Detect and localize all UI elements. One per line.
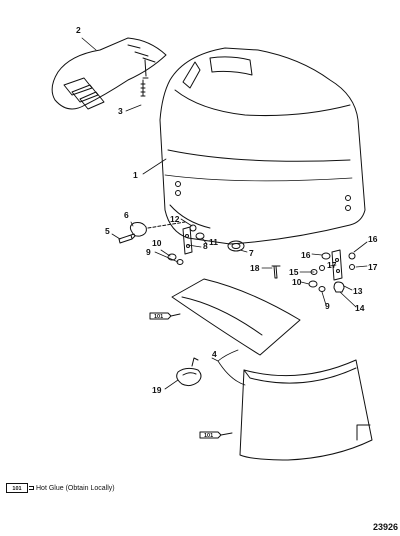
callout-10-left: 10 — [152, 238, 162, 248]
callout-9-left: 9 — [146, 247, 151, 257]
hardware-parts — [118, 221, 356, 293]
callout-labels: 1 2 3 4 4 5 6 7 8 9 9 10 10 11 12 13 14 … — [76, 25, 378, 439]
callout-5: 5 — [105, 226, 110, 236]
callout-4-upper: 4 — [212, 349, 217, 359]
callout-1: 1 — [133, 170, 138, 180]
top-cowl-part — [159, 47, 366, 245]
callout-2: 2 — [76, 25, 81, 35]
leader-lines — [81, 37, 368, 390]
callout-17-right: 17 — [368, 262, 378, 272]
document-number: 23926 — [372, 522, 398, 532]
tube-label-lower: 101 — [204, 433, 213, 439]
callout-8: 8 — [203, 241, 208, 251]
upper-panel-part — [171, 278, 301, 356]
hose-clamp-part — [176, 357, 202, 387]
callout-3: 3 — [118, 106, 123, 116]
callout-12: 12 — [170, 214, 180, 224]
tube-label-upper: 101 — [154, 314, 163, 320]
callout-10-right: 10 — [292, 277, 302, 287]
glue-tube-icon: 101 — [6, 483, 34, 493]
callout-18: 18 — [250, 263, 260, 273]
callout-9-right: 9 — [325, 301, 330, 311]
callout-7: 7 — [249, 248, 254, 258]
callout-16-right: 16 — [368, 234, 378, 244]
callout-19: 19 — [152, 385, 162, 395]
glue-tube-lower — [199, 431, 233, 439]
callout-6: 6 — [124, 210, 129, 220]
lower-shroud-part — [239, 359, 373, 461]
tube-nozzle-icon — [29, 486, 34, 490]
screw-part — [140, 79, 146, 97]
callout-14: 14 — [355, 303, 365, 313]
legend-text: Hot Glue (Obtain Locally) — [36, 484, 115, 492]
vent-cover-part — [51, 37, 167, 110]
legend: 101 Hot Glue (Obtain Locally) — [6, 483, 115, 493]
callout-16-left: 16 — [301, 250, 311, 260]
callout-11: 11 — [209, 237, 218, 247]
callout-13: 13 — [353, 286, 363, 296]
callout-17-left: 17 — [327, 260, 337, 270]
legend-chip-label: 101 — [12, 486, 22, 492]
glue-tube-upper — [149, 312, 181, 320]
callout-15: 15 — [289, 267, 299, 277]
